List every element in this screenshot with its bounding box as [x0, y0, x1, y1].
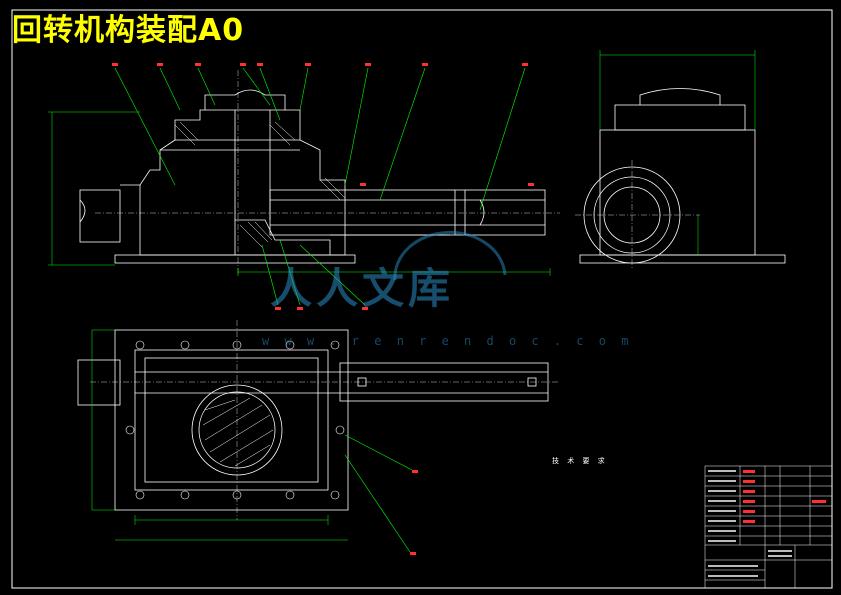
watermark-url: w w w . r e n r e n d o c . c o m [262, 334, 633, 348]
tech-requirements-title: 技 术 要 求 [552, 457, 608, 465]
front-view-centerlines [95, 70, 560, 275]
title-block-fill [743, 470, 826, 523]
watermark-logo-text: 人人文库 [270, 264, 455, 313]
front-view [79, 89, 546, 264]
drawing-frame [11, 9, 833, 589]
top-view-leaders [344, 434, 413, 553]
side-view-centerlines [575, 160, 700, 270]
top-view-hatch [202, 397, 274, 467]
watermark-logo [393, 231, 507, 281]
top-view-centerlines [90, 320, 560, 520]
side-view-dimensions [599, 50, 756, 255]
title-block [704, 465, 833, 589]
title-block-cells [708, 470, 792, 577]
side-view [579, 88, 786, 264]
top-view-dimensions [91, 329, 348, 541]
front-view-dimensions [48, 111, 551, 276]
drawing-title: 回转机构装配A0 [12, 13, 245, 48]
top-view [77, 329, 549, 511]
front-view-hatch [174, 121, 346, 248]
part-balloons [112, 63, 534, 555]
front-view-leaders [114, 67, 526, 306]
